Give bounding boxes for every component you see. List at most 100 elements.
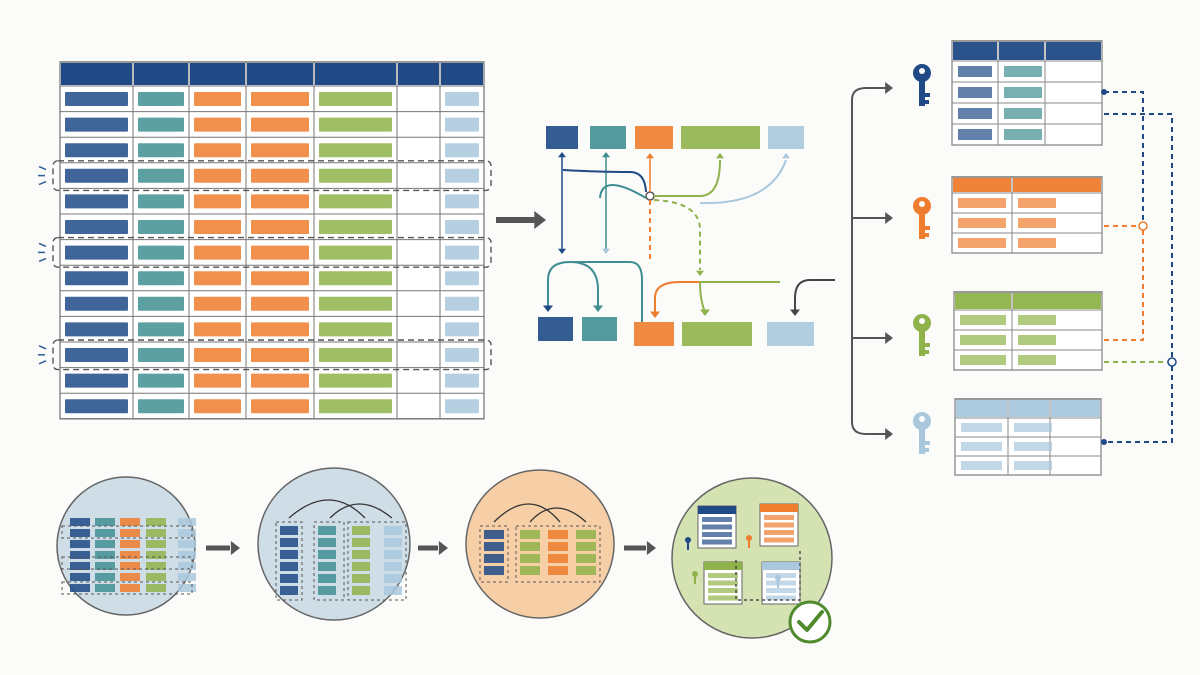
- arrow-head: [696, 270, 704, 276]
- table-cell-value: [961, 461, 1002, 470]
- key-tooth: [924, 226, 930, 230]
- mini-group: [275, 521, 303, 601]
- mini-cell: [70, 584, 90, 592]
- cell-value: [445, 220, 479, 234]
- cell-value: [138, 143, 184, 158]
- step-arrow-head: [230, 541, 240, 555]
- attribute-box-top: [546, 126, 578, 149]
- mini-group: [515, 525, 601, 583]
- cell-value: [65, 271, 128, 286]
- cell-value: [445, 348, 479, 362]
- cell-value: [319, 168, 392, 183]
- mini-cell: [764, 537, 794, 543]
- mini-cell: [702, 539, 732, 545]
- cell-value: [445, 92, 479, 106]
- mini-cell: [352, 574, 370, 583]
- mini-cell: [70, 562, 90, 570]
- table-header-cell: [956, 400, 1007, 417]
- mini-cell: [146, 573, 166, 581]
- mini-cell: [352, 538, 370, 547]
- highlighted-row-outline: [52, 160, 492, 192]
- table-cell-value: [1018, 218, 1056, 228]
- mini-cell: [95, 551, 115, 559]
- cell-value: [138, 322, 184, 337]
- key-shaft: [919, 330, 925, 356]
- table-cell-value: [958, 198, 1006, 208]
- mini-cell: [352, 562, 370, 571]
- mini-group: [313, 521, 345, 601]
- table-cell-value: [1004, 129, 1042, 140]
- relationship-node: [1167, 357, 1177, 367]
- mini-cell: [146, 518, 166, 526]
- dependency-dashed: [653, 199, 701, 270]
- cell-value: [65, 373, 128, 388]
- cell-value: [319, 245, 392, 260]
- mini-key-shaft: [777, 580, 779, 588]
- mini-cell: [70, 518, 90, 526]
- mini-cell: [178, 551, 196, 559]
- table-cell-value: [1004, 87, 1042, 98]
- mini-cell: [318, 550, 336, 559]
- header-cell: [134, 63, 188, 85]
- attention-mark: [38, 345, 47, 350]
- cell-value: [251, 92, 309, 106]
- dependency-curve: [562, 169, 647, 193]
- cell-value: [251, 373, 309, 388]
- mini-table-header: [762, 562, 800, 570]
- flow-arrow-head: [534, 211, 546, 229]
- mini-cell: [280, 586, 298, 595]
- mini-cell: [702, 532, 732, 537]
- cell-value: [319, 322, 392, 337]
- table-header-cell: [1009, 400, 1049, 417]
- table-cell-value: [958, 129, 992, 140]
- key-tooth: [924, 448, 929, 452]
- key-table-orange: [951, 176, 1103, 254]
- cell-value: [445, 117, 479, 132]
- arrow-head: [650, 311, 660, 318]
- cell-value: [445, 143, 479, 158]
- mini-cell: [702, 524, 732, 530]
- dependency-curve: [699, 159, 787, 205]
- mini-cell: [576, 554, 596, 563]
- table-cell-value: [1004, 108, 1042, 119]
- table-cell-value: [960, 315, 1006, 325]
- cell-value: [65, 220, 128, 234]
- mini-cell: [178, 573, 196, 581]
- mini-cell: [70, 551, 90, 559]
- cell-value: [445, 296, 479, 311]
- branch-arrow-head: [885, 428, 893, 440]
- mini-cell: [95, 562, 115, 570]
- mini-cell: [520, 554, 540, 563]
- branch-connector: [851, 82, 893, 440]
- mini-dependency: [493, 503, 561, 523]
- mini-cell: [384, 538, 402, 547]
- mini-key-icon: [746, 535, 752, 541]
- mini-cell: [178, 562, 196, 570]
- cell-value: [194, 348, 241, 362]
- header-cell: [441, 63, 483, 85]
- cell-value: [445, 168, 479, 183]
- table-cell-value: [1014, 461, 1052, 470]
- table-cell-value: [1018, 355, 1056, 365]
- mini-cell: [178, 518, 196, 526]
- mini-key-icon: [775, 575, 781, 581]
- cell-value: [65, 322, 128, 337]
- mini-group: [347, 521, 407, 601]
- cell-value: [445, 245, 479, 260]
- cell-value: [319, 194, 392, 209]
- mini-cell: [548, 554, 568, 563]
- cell-value: [138, 245, 184, 260]
- arrow-head: [602, 152, 610, 158]
- table-cell-value: [958, 87, 992, 98]
- cell-value: [251, 220, 309, 234]
- arrow-head: [543, 305, 553, 312]
- step-arrow-head: [438, 541, 448, 555]
- arrow-head: [558, 152, 566, 158]
- attribute-box-top: [681, 126, 760, 149]
- mini-cell: [766, 580, 796, 586]
- mini-highlight: [61, 581, 193, 595]
- branch-arrow-head: [885, 82, 893, 94]
- mini-cell: [702, 517, 732, 522]
- mini-cell: [95, 529, 115, 537]
